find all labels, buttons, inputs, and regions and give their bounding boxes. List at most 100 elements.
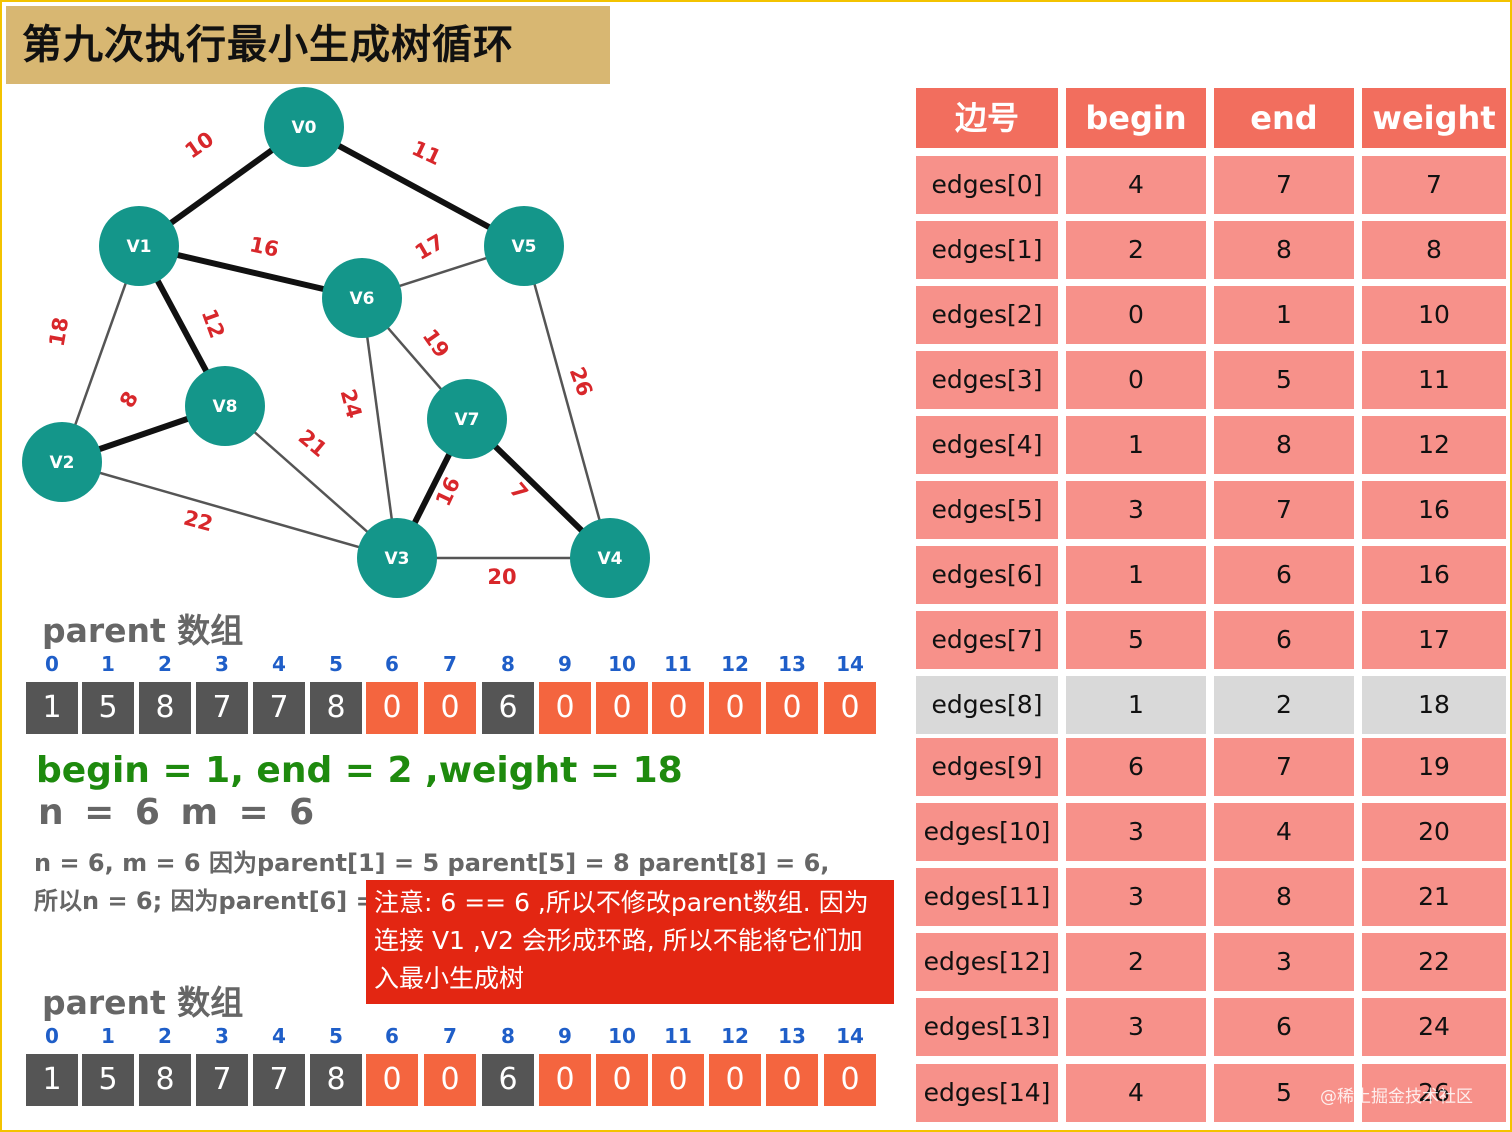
table-cell: edges[6] xyxy=(916,546,1058,604)
graph-node-circle xyxy=(185,366,265,446)
parent-cell: 8 xyxy=(139,1054,191,1106)
table-cell: 7 xyxy=(1362,156,1506,214)
parent-array-title-1: parent 数组 xyxy=(42,611,244,650)
table-cell: 1 xyxy=(1066,546,1206,604)
parent-cell: 7 xyxy=(196,682,248,734)
parent-index: 11 xyxy=(664,652,692,676)
edge-weight-label: 12 xyxy=(197,306,230,342)
edge-weight-label: 22 xyxy=(181,506,215,537)
parent-index: 13 xyxy=(778,1024,806,1048)
table-cell: 5 xyxy=(1214,351,1354,409)
table-cell: 6 xyxy=(1214,998,1354,1056)
parent-index: 4 xyxy=(272,652,286,676)
parent-index: 3 xyxy=(215,652,229,676)
parent-cell: 1 xyxy=(26,682,78,734)
graph-node-label: V6 xyxy=(350,289,375,309)
slide-title: 第九次执行最小生成树循环 xyxy=(6,6,610,84)
table-cell: 18 xyxy=(1362,676,1506,734)
table-cell: 7 xyxy=(1214,481,1354,539)
table-header-2: end xyxy=(1214,88,1354,148)
parent-cell: 0 xyxy=(424,1054,476,1106)
table-cell: 4 xyxy=(1066,1064,1206,1122)
graph-node-label: V8 xyxy=(213,397,238,417)
table-cell: 2 xyxy=(1066,221,1206,279)
parent-cell: 0 xyxy=(824,1054,876,1106)
table-cell: edges[14] xyxy=(916,1064,1058,1122)
graph-edge-v2-v3 xyxy=(61,460,398,560)
parent-index: 6 xyxy=(385,652,399,676)
table-cell: edges[11] xyxy=(916,868,1058,926)
table-cell: 7 xyxy=(1214,738,1354,796)
table-cell: edges[8] xyxy=(916,676,1058,734)
parent-index: 10 xyxy=(608,652,636,676)
table-cell: 24 xyxy=(1362,998,1506,1056)
parent-cell: 5 xyxy=(82,682,134,734)
current-edge-status: begin = 1, end = 2 ,weight = 18 xyxy=(36,750,683,791)
graph-node-v2: V2 xyxy=(22,422,102,502)
edge-weight-label: 18 xyxy=(45,315,74,348)
table-cell: 1 xyxy=(1066,416,1206,474)
parent-index: 2 xyxy=(158,652,172,676)
table-cell: 16 xyxy=(1362,481,1506,539)
parent-index: 9 xyxy=(558,1024,572,1048)
table-cell: 3 xyxy=(1066,998,1206,1056)
parent-index: 4 xyxy=(272,1024,286,1048)
parent-cell: 0 xyxy=(652,682,704,734)
table-cell: 4 xyxy=(1214,803,1354,861)
table-cell: edges[5] xyxy=(916,481,1058,539)
parent-index: 14 xyxy=(836,652,864,676)
table-cell: edges[10] xyxy=(916,803,1058,861)
parent-cell: 0 xyxy=(596,1054,648,1106)
table-cell: 20 xyxy=(1362,803,1506,861)
parent-index: 5 xyxy=(329,1024,343,1048)
parent-index: 7 xyxy=(443,1024,457,1048)
table-cell: 2 xyxy=(1066,933,1206,991)
parent-index: 10 xyxy=(608,1024,636,1048)
table-cell: 0 xyxy=(1066,286,1206,344)
table-cell: edges[4] xyxy=(916,416,1058,474)
table-cell: 3 xyxy=(1066,803,1206,861)
parent-cell: 7 xyxy=(196,1054,248,1106)
graph-node-v8: V8 xyxy=(185,366,265,446)
parent-cell: 0 xyxy=(539,1054,591,1106)
graph-edge-v6-v3 xyxy=(360,297,399,559)
graph-node-circle xyxy=(99,206,179,286)
table-cell: 5 xyxy=(1066,611,1206,669)
table-cell: 6 xyxy=(1214,546,1354,604)
table-cell: 12 xyxy=(1362,416,1506,474)
graph-node-label: V2 xyxy=(50,453,75,473)
table-cell: edges[9] xyxy=(916,738,1058,796)
graph-node-circle xyxy=(264,87,344,167)
graph-node-circle xyxy=(570,518,650,598)
parent-cell: 0 xyxy=(709,1054,761,1106)
parent-array-title-2: parent 数组 xyxy=(42,983,244,1022)
graph-node-circle xyxy=(322,258,402,338)
graph-node-circle xyxy=(427,379,507,459)
parent-cell: 0 xyxy=(709,682,761,734)
table-cell: edges[1] xyxy=(916,221,1058,279)
graph-node-label: V5 xyxy=(512,237,537,257)
parent-cell: 0 xyxy=(366,1054,418,1106)
table-cell: 2 xyxy=(1214,676,1354,734)
table-cell: 11 xyxy=(1362,351,1506,409)
graph-edge-v5-v4 xyxy=(522,245,612,559)
parent-index: 8 xyxy=(501,1024,515,1048)
parent-cell: 0 xyxy=(539,682,591,734)
parent-index: 1 xyxy=(101,1024,115,1048)
parent-cell: 7 xyxy=(253,1054,305,1106)
table-cell: 3 xyxy=(1214,933,1354,991)
graph-node-v4: V4 xyxy=(570,518,650,598)
table-cell: 16 xyxy=(1362,546,1506,604)
edge-weight-label: 24 xyxy=(336,387,367,421)
graph-node-label: V7 xyxy=(455,410,480,430)
parent-cell: 0 xyxy=(596,682,648,734)
graph-node-v0: V0 xyxy=(264,87,344,167)
table-header-1: begin xyxy=(1066,88,1206,148)
table-header-3: weight xyxy=(1362,88,1506,148)
table-cell: 8 xyxy=(1214,416,1354,474)
graph-node-v1: V1 xyxy=(99,206,179,286)
parent-cell: 0 xyxy=(366,682,418,734)
table-cell: edges[3] xyxy=(916,351,1058,409)
